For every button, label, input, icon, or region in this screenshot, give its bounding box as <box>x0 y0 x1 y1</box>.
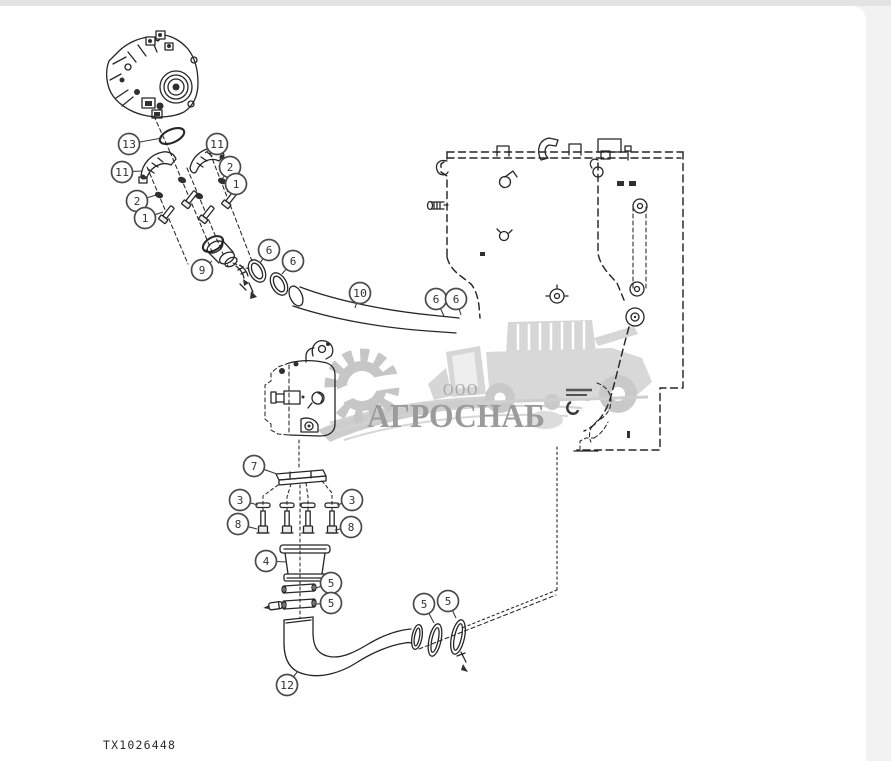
callout-1[interactable]: 1 <box>133 206 164 230</box>
flat-clamps-5-mid <box>263 583 317 611</box>
svg-text:11: 11 <box>210 138 224 151</box>
svg-text:11: 11 <box>115 166 129 179</box>
flange-bolts-8 <box>256 510 339 534</box>
svg-text:3: 3 <box>237 494 244 507</box>
engine-block-outline <box>426 137 684 452</box>
svg-text:8: 8 <box>235 518 242 531</box>
callout-5[interactable]: 5 <box>412 592 436 624</box>
upper-hose-10 <box>288 285 460 334</box>
flange-plate-7 <box>262 469 333 619</box>
svg-text:1: 1 <box>233 178 240 191</box>
svg-text:10: 10 <box>353 287 367 300</box>
o-ring-13 <box>158 126 186 146</box>
callout-6[interactable]: 6 <box>257 238 281 264</box>
callout-3[interactable]: 3 <box>228 488 259 512</box>
callout-13[interactable]: 13 <box>117 132 163 156</box>
callout-8[interactable]: 8 <box>226 512 258 536</box>
svg-text:5: 5 <box>328 577 335 590</box>
gear-icon <box>320 348 428 424</box>
svg-text:6: 6 <box>433 293 440 306</box>
watermark-org-name: АГРОСНАБ <box>367 398 545 435</box>
svg-text:5: 5 <box>328 597 335 610</box>
callout-7[interactable]: 7 <box>242 454 278 478</box>
callout-9[interactable]: 9 <box>190 258 214 282</box>
callout-8[interactable]: 8 <box>334 515 363 539</box>
callout-4[interactable]: 4 <box>254 549 288 573</box>
callout-10[interactable]: 10 <box>348 281 372 309</box>
callout-6[interactable]: 6 <box>281 249 305 275</box>
svg-text:6: 6 <box>453 293 460 306</box>
svg-text:1: 1 <box>142 212 149 225</box>
pump-assembly <box>106 30 199 119</box>
svg-text:3: 3 <box>349 494 356 507</box>
elbow-fitting-9 <box>201 235 249 286</box>
flat-clamps-5-right <box>427 619 468 672</box>
callout-3[interactable]: 3 <box>336 488 364 512</box>
washers-3 <box>255 502 340 509</box>
callout-1[interactable]: 1 <box>224 172 248 196</box>
svg-text:2: 2 <box>134 195 141 208</box>
callout-6[interactable]: 6 <box>424 287 448 317</box>
svg-text:4: 4 <box>263 555 270 568</box>
callout-12[interactable]: 12 <box>275 670 299 697</box>
nuts-and-screws <box>154 176 238 225</box>
svg-text:13: 13 <box>122 138 136 151</box>
callout-5[interactable]: 5 <box>315 571 343 595</box>
callout-11[interactable]: 11 <box>204 132 229 156</box>
watermark-org-prefix: ООО <box>443 380 479 399</box>
svg-text:5: 5 <box>445 595 452 608</box>
svg-text:7: 7 <box>251 460 258 473</box>
reducer-adapter-4 <box>279 544 331 582</box>
combine-harvester-icon <box>428 320 652 429</box>
callout-5[interactable]: 5 <box>436 589 460 619</box>
clamp-axis-leader <box>418 446 558 650</box>
callout-5[interactable]: 5 <box>315 591 343 615</box>
svg-text:12: 12 <box>280 679 294 692</box>
top-edge-strip <box>0 0 891 6</box>
callout-2[interactable]: 2 <box>125 189 157 213</box>
svg-text:2: 2 <box>227 161 234 174</box>
adapter-housing <box>264 340 336 470</box>
svg-text:8: 8 <box>348 521 355 534</box>
watermark: ООО АГРОСНАБ <box>318 320 652 442</box>
svg-text:9: 9 <box>199 264 206 277</box>
svg-text:6: 6 <box>266 244 273 257</box>
callout-11[interactable]: 11 <box>110 160 143 184</box>
figure-code: TX1026448 <box>103 738 176 752</box>
svg-text:6: 6 <box>290 255 297 268</box>
lower-tube-12 <box>283 616 424 677</box>
svg-text:5: 5 <box>421 598 428 611</box>
hose-clamps-6-upper <box>239 259 289 299</box>
callout-6[interactable]: 6 <box>444 287 468 316</box>
